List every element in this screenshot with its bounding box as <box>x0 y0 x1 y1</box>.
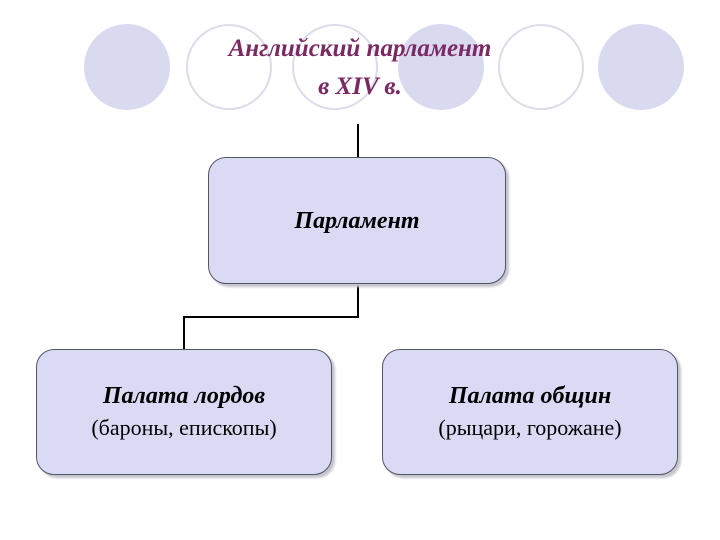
decor-circle-5 <box>498 24 584 110</box>
parliament-label: Парламент <box>294 207 420 234</box>
decor-circle-1 <box>84 24 170 110</box>
connector-to-lords <box>183 316 185 349</box>
house-of-commons-members: (рыцари, горожане) <box>438 415 622 440</box>
slide-title: Английский парламент в XIV в. <box>140 30 580 106</box>
house-of-lords-box: Палата лордов (бароны, епископы) <box>36 349 332 475</box>
title-line-2: в XIV в. <box>318 73 402 100</box>
house-of-commons-box: Палата общин (рыцари, горожане) <box>382 349 678 475</box>
connector-title-to-parliament <box>357 124 359 158</box>
house-of-commons-label: Палата общин <box>448 383 612 409</box>
house-of-lords-members: (бароны, епископы) <box>91 415 277 440</box>
decor-circle-4 <box>398 24 484 110</box>
decor-circle-3 <box>292 24 378 110</box>
house-of-lords-label: Палата лордов <box>102 383 266 409</box>
connector-horizontal <box>183 316 359 318</box>
decor-circle-2 <box>186 24 272 110</box>
title-line-1: Английский парламент <box>228 35 492 62</box>
parliament-box: Парламент <box>208 157 506 284</box>
decor-circle-6 <box>598 24 684 110</box>
connector-parliament-down <box>357 283 359 317</box>
